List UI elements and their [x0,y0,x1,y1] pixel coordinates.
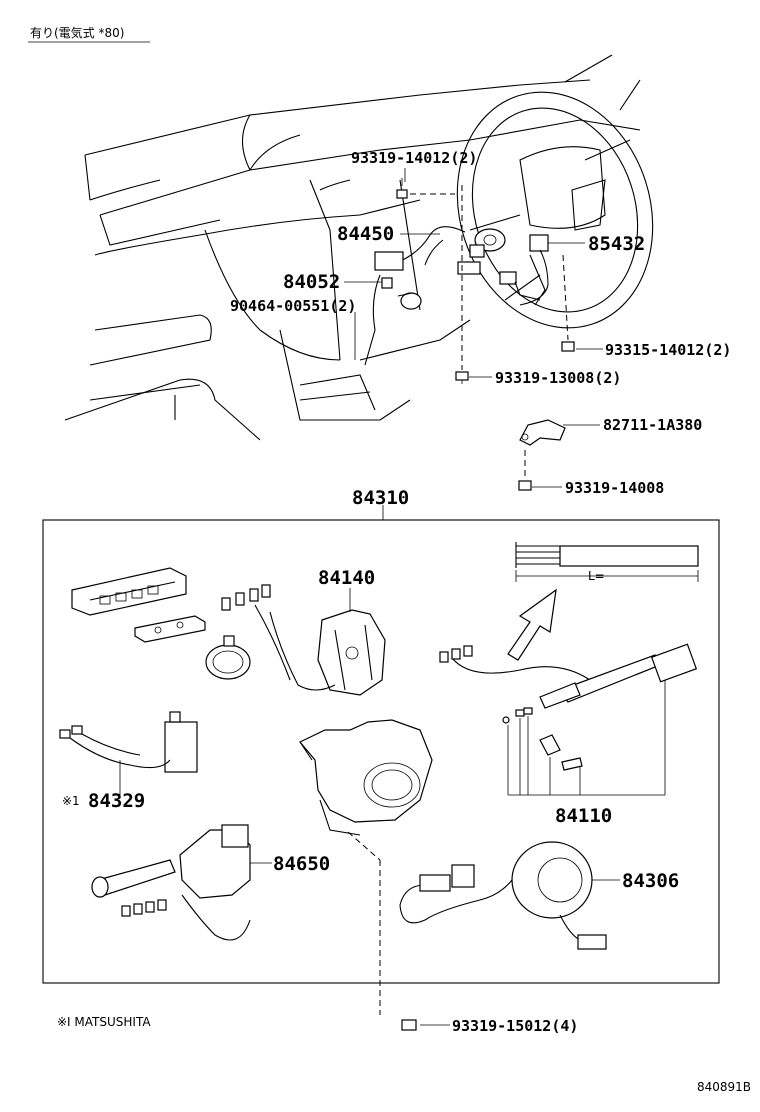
label-84306: 84306 [622,870,679,892]
label-84140: 84140 [318,567,375,589]
label-84310: 84310 [352,487,409,509]
harness-wire [364,274,381,366]
spiral-cable-84306 [399,841,620,950]
bolt-93319-15012 [401,1019,450,1031]
label-84329-mark: ※1 [62,794,80,808]
cable-length-diagram [515,542,699,582]
bolt-93319-13008 [455,371,469,384]
label-84329: 84329 [88,790,145,812]
bracket-82711 [519,419,566,446]
label-length: L= [588,569,605,583]
clock-spring-housing [299,719,433,836]
dashboard-illustration [64,54,641,441]
label-84650: 84650 [273,853,330,875]
bolt-93319-14012 [396,178,408,199]
label-82711-1A380: 82711-1A380 [603,416,702,434]
relay-84329 [59,711,198,795]
label-93319-14008: 93319-14008 [565,479,664,497]
header-note: 有り(電気式 *80) [30,25,124,40]
connector-84052 [381,277,393,289]
connector-block-set [71,567,251,680]
switch-84140 [221,584,386,696]
switch-84650 [91,824,272,941]
column-switch-in-dash [374,226,549,306]
bracket-85432 [529,234,549,252]
kit-box-84310 [42,519,720,984]
label-84052: 84052 [283,271,340,293]
steering-wheel [456,91,654,329]
clamp-90464 [397,292,422,310]
bolt-93319-14008 [518,480,532,491]
leader-dash-5 [347,831,381,861]
direction-arrow [507,588,557,661]
label-93319-14012: 93319-14012(2) [351,149,477,167]
leader-dash-3 [562,254,569,341]
diagram-id: 840891B [697,1080,751,1094]
bolt-93315-14012 [561,341,575,352]
footnote-matsushita: ※I MATSUSHITA [57,1015,151,1029]
label-84450: 84450 [337,223,394,245]
leader-lines-top [344,168,603,520]
label-93319-13008: 93319-13008(2) [495,369,621,387]
label-93315-14012: 93315-14012(2) [605,341,731,359]
label-93319-15012: 93319-15012(4) [452,1017,578,1035]
label-90464-00551: 90464-00551(2) [230,297,356,315]
label-85432: 85432 [588,233,645,255]
switch-lever-84110 [439,643,698,796]
label-84110: 84110 [555,805,612,827]
connector-84450 [374,251,404,271]
